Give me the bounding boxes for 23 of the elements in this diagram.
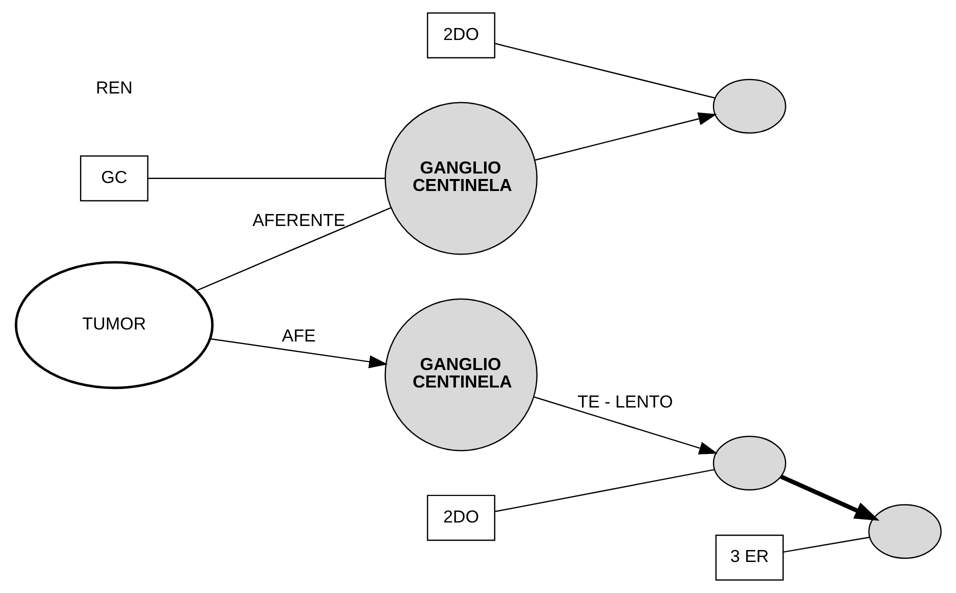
node-circle (712, 436, 786, 490)
connector (494, 468, 714, 512)
arrow (533, 396, 718, 454)
arrow (780, 474, 880, 521)
label: REN (95, 77, 132, 98)
connector (782, 536, 870, 553)
connector (494, 42, 715, 99)
connector (147, 178, 385, 179)
arrow (210, 338, 388, 368)
node-ellipse: TUMOR (14, 261, 214, 390)
node-box: 3 ER (714, 534, 784, 581)
node-circle: GANGLIO CENTINELA (384, 102, 538, 255)
node-box: 2DO (426, 12, 495, 58)
edge-label: AFE (281, 326, 316, 346)
edge-label: TE - LENTO (577, 391, 672, 412)
arrow (534, 112, 716, 161)
node-box: 2DO (426, 494, 495, 541)
node-box: GC (80, 155, 148, 202)
node-circle (712, 78, 786, 134)
node-circle (868, 504, 942, 559)
node-circle: GANGLIO CENTINELA (384, 298, 538, 452)
connector (196, 207, 391, 292)
edge-label: AFERENTE (252, 210, 345, 230)
